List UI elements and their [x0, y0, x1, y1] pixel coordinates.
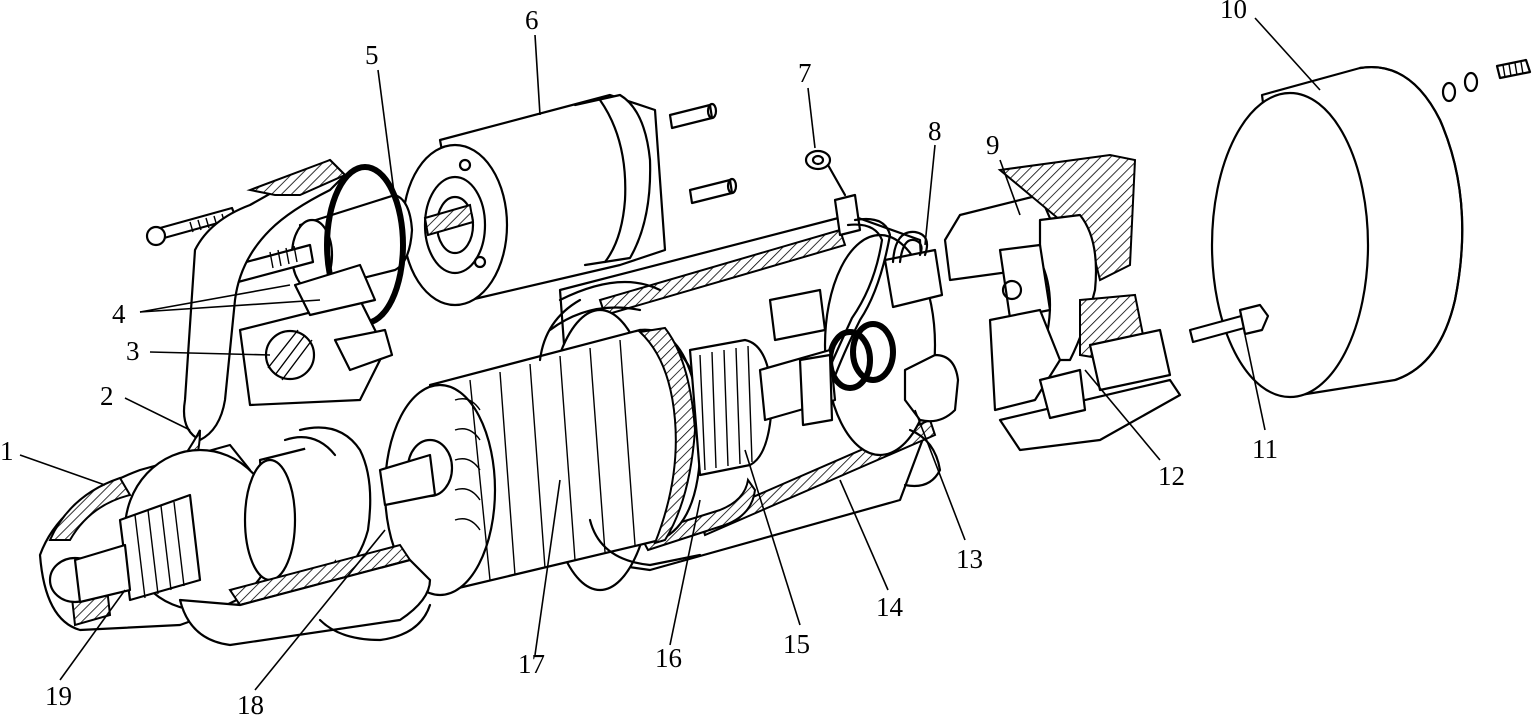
label-11: 11 [1252, 434, 1278, 464]
label-3: 3 [126, 336, 140, 366]
washers-and-screw [1441, 58, 1532, 103]
intermediate-support [538, 298, 702, 567]
armature [378, 326, 702, 597]
brush-spring-seal [827, 321, 960, 423]
leader-lines [19, 17, 1321, 691]
label-19: 19 [45, 681, 72, 711]
drive-end-housing [129, 158, 394, 498]
label-6: 6 [525, 5, 539, 35]
label-14: 14 [876, 592, 904, 622]
part-labels: 1 2 3 4 5 6 7 8 9 10 11 12 13 14 15 16 1… [0, 0, 1278, 720]
field-lead [804, 149, 892, 392]
brush-end-frame [943, 153, 1182, 452]
drive-nose-and-pinion [38, 426, 432, 647]
label-13: 13 [956, 544, 983, 574]
label-15: 15 [783, 629, 810, 659]
label-17: 17 [518, 649, 545, 679]
through-bolt [1188, 303, 1270, 344]
label-10: 10 [1220, 0, 1247, 24]
label-8: 8 [928, 116, 942, 146]
label-16: 16 [655, 643, 682, 673]
solenoid-switch [401, 93, 738, 307]
label-18: 18 [237, 690, 264, 718]
label-7: 7 [798, 58, 812, 88]
label-12: 12 [1158, 461, 1185, 491]
label-1: 1 [0, 436, 14, 466]
commutator [688, 288, 837, 477]
label-5: 5 [365, 40, 379, 70]
terminal-block [883, 230, 944, 309]
label-9: 9 [986, 130, 1000, 160]
end-cover [1210, 66, 1464, 399]
label-4: 4 [112, 299, 126, 329]
label-2: 2 [100, 381, 114, 411]
